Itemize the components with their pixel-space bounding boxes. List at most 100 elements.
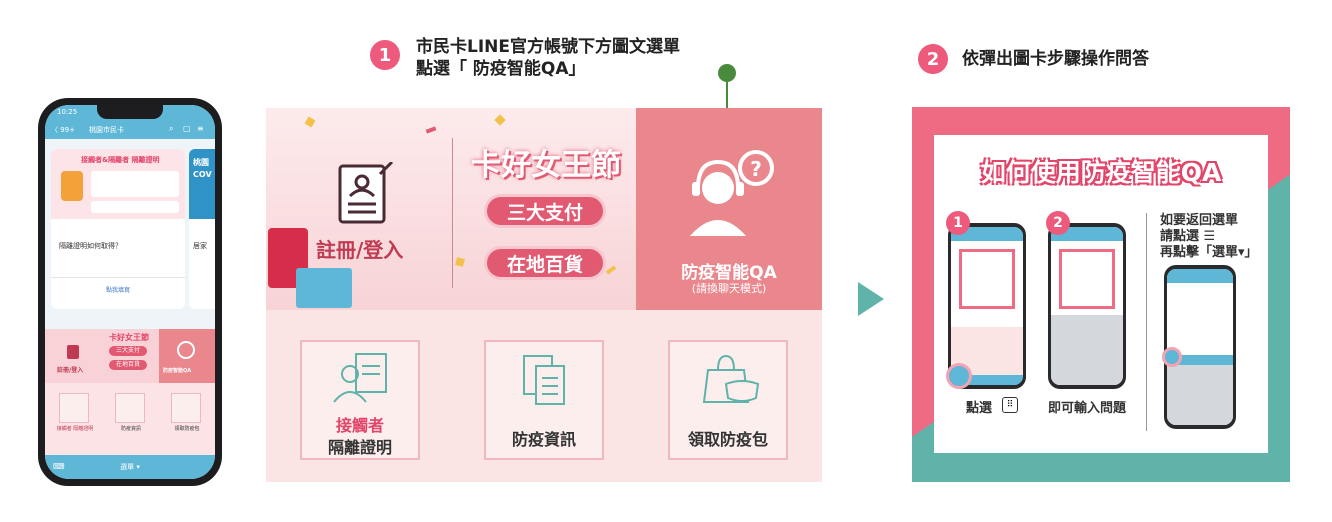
svg-text:?: ?	[750, 157, 762, 181]
guide-step2-badge: 2	[1046, 211, 1070, 235]
mini-festival-title: 卡好女王節	[109, 333, 149, 342]
menu-toggle-label: 選單 ▾	[120, 463, 140, 471]
mini-item1: 接觸者 隔離證明	[56, 426, 94, 432]
chat-card[interactable]: 接觸者&隔離者 隔離證明 隔離證明如何取得？ 點我填寫	[51, 149, 185, 309]
pointer-pin	[718, 64, 736, 82]
mini-item2: 防疫資訊	[120, 426, 141, 432]
back-button[interactable]: 〈 99+	[51, 126, 75, 134]
guide-phone-3-screen	[1167, 269, 1233, 425]
mini-store[interactable]: 在地百貨	[109, 360, 147, 370]
tile1-line1: 接觸者	[335, 416, 384, 435]
step2-badge: 2	[918, 44, 948, 74]
chat-title: 桃園市民卡	[89, 126, 124, 134]
register-label: 註冊/登入	[316, 238, 404, 262]
guide-phone-2-keyboard	[1051, 315, 1123, 385]
return-line-1: 如要返回選單	[1160, 213, 1239, 228]
guide-return-text: 如要返回選單 請點選 ☰ 再點擊「選單▾」	[1160, 213, 1258, 261]
step1-badge: 1	[370, 40, 400, 70]
festival-title: 卡好女王節	[471, 148, 621, 183]
status-time: 10:25	[57, 108, 78, 116]
card-info-box-2	[91, 201, 179, 213]
guide-caption-1: 點選	[966, 401, 993, 416]
guide-card-inner: 如何使用防疫智能QA 1 點選 ⠿ 2 即可輸入問題	[934, 135, 1268, 453]
guide-phone-3-header	[1167, 269, 1233, 283]
mini-tile-3[interactable]	[171, 393, 201, 423]
chat-card-next[interactable]: 桃園 COV 居家	[189, 149, 215, 309]
guide-phone-3-input	[1167, 355, 1233, 365]
mini-item3: 領取防疫包	[174, 426, 200, 432]
card-info-box	[91, 171, 179, 197]
next-arrow-icon	[858, 282, 884, 316]
mini-qa: 防疫智能QA	[163, 368, 192, 374]
guide-menu-tap	[1162, 347, 1182, 367]
mask-bag-icon	[702, 354, 760, 403]
side-card-sub: 居家	[193, 242, 207, 250]
guide-phone-1-header	[951, 227, 1023, 241]
mini-register-icon	[67, 345, 79, 359]
guide-phone-2-screen	[1051, 227, 1123, 385]
menu-divider	[452, 138, 453, 288]
step2-instruction: 依彈出圖卡步驟操作問答	[962, 49, 1149, 69]
guide-phone-1	[948, 223, 1026, 389]
phone-notch	[97, 105, 163, 119]
step1-line1: 市民卡LINE官方帳號下方圖文選單	[416, 37, 680, 57]
guide-phone-2-header	[1051, 227, 1123, 241]
documents-icon	[523, 355, 565, 405]
keyboard-icon[interactable]: ⌨	[53, 462, 65, 471]
guide-divider	[1146, 213, 1147, 431]
guide-phone-1-screen	[951, 227, 1023, 385]
rich-menu-bottom: 接觸者 隔離證明 防疫資訊 領取防疫包	[266, 310, 822, 482]
qa-area[interactable]: ? 防疫智能QA (請換聊天模式)	[636, 108, 822, 310]
card-link[interactable]: 點我填寫	[105, 287, 130, 294]
guide-phone-1-bar	[951, 375, 1023, 385]
tile1-line2: 隔離證明	[327, 438, 392, 457]
mini-pay[interactable]: 三大支付	[109, 346, 147, 356]
rich-menu-zoom: 註冊/登入 卡好女王節 三大支付 在地百貨 ? 防疫智能QA (請換聊天模式)	[266, 108, 822, 482]
phone-mockup: 10:25 〈 99+ 桃園市民卡 ⌕ ▢ ≡ 接觸者&隔離者 隔離證明 隔離證…	[38, 98, 222, 486]
phone-screen: 10:25 〈 99+ 桃園市民卡 ⌕ ▢ ≡ 接觸者&隔離者 隔離證明 隔離證…	[45, 105, 215, 479]
gift-box	[296, 268, 352, 308]
mini-tile-1[interactable]	[59, 393, 89, 423]
guide-phone-3-keyboard	[1167, 365, 1233, 425]
mini-qa-icon	[177, 341, 195, 359]
guide-step1-badge: 1	[946, 211, 970, 235]
card-question: 隔離證明如何取得？	[59, 242, 122, 250]
mini-rich-menu: 卡好女王節 註冊/登入 三大支付 在地百貨 防疫智能QA 接觸者 隔離證明 防疫…	[45, 329, 215, 455]
card-banner: 接觸者&隔離者 隔離證明	[81, 156, 160, 164]
menu-toggle-bar[interactable]: ⌨ 選單 ▾	[45, 455, 215, 479]
contact-person-icon	[333, 353, 387, 403]
register-form-icon	[338, 162, 394, 224]
epidemic-info-tile[interactable]: 防疫資訊	[484, 340, 604, 460]
guide-tap-highlight	[946, 363, 972, 389]
mini-register[interactable]: 註冊/登入	[57, 367, 84, 374]
prevention-kit-tile[interactable]: 領取防疫包	[668, 340, 788, 460]
register-area[interactable]: 註冊/登入	[266, 108, 452, 310]
pay-button[interactable]: 三大支付	[484, 194, 606, 228]
guide-title: 如何使用防疫智能QA	[980, 158, 1222, 187]
keyboard-icon: ⠿	[1002, 397, 1018, 413]
chat-area: 接觸者&隔離者 隔離證明 隔離證明如何取得？ 點我填寫 桃園 COV 居家	[45, 139, 215, 329]
qa-subtitle: (請換聊天模式)	[691, 282, 767, 295]
guide-caption-2: 即可輸入問題	[1048, 401, 1127, 416]
search-icon[interactable]: ⌕	[169, 124, 174, 133]
guide-phone-2	[1048, 223, 1126, 389]
step1-instruction: 市民卡LINE官方帳號下方圖文選單 點選「 防疫智能QA」	[416, 36, 680, 80]
qa-headset-icon: ?	[690, 150, 774, 236]
tile2-label: 防疫資訊	[511, 430, 576, 449]
guide-phone-1-card	[959, 249, 1015, 309]
mini-tile-2[interactable]	[115, 393, 145, 423]
tiger-mascot	[61, 171, 83, 201]
tile3-label: 領取防疫包	[687, 430, 768, 449]
menu-icon[interactable]: ≡	[197, 124, 204, 133]
step1-line2: 點選「 防疫智能QA」	[416, 59, 586, 79]
guide-phone-2-card	[1059, 249, 1115, 309]
contact-isolation-tile[interactable]: 接觸者 隔離證明	[300, 340, 420, 460]
card-divider	[51, 277, 185, 278]
side-card-title: 桃園 COV	[193, 158, 212, 179]
qa-title: 防疫智能QA	[681, 263, 777, 283]
side-card-bg	[189, 149, 215, 219]
store-button[interactable]: 在地百貨	[484, 246, 606, 280]
return-line-2: 請點選 ☰	[1160, 229, 1216, 244]
call-icon[interactable]: ▢	[183, 124, 191, 133]
guide-card: 如何使用防疫智能QA 1 點選 ⠿ 2 即可輸入問題	[912, 107, 1290, 482]
